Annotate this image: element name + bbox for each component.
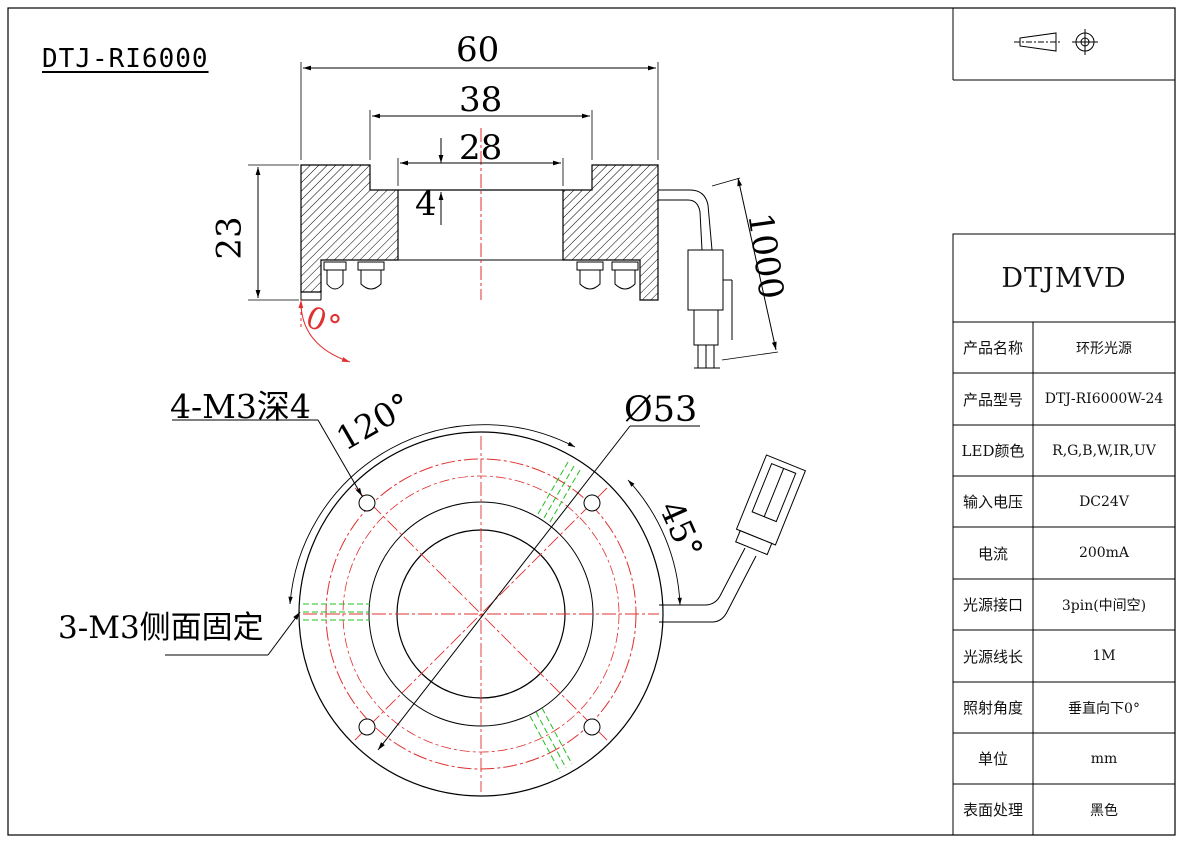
note-4-m3: 4-M3深4 xyxy=(170,387,311,426)
dim-38: 38 xyxy=(459,80,503,120)
spec-label: 输入电压 xyxy=(962,493,1023,511)
spec-value: 垂直向下0° xyxy=(1068,700,1140,717)
spec-label: 光源接口 xyxy=(962,596,1023,614)
spec-value: DTJ-RI6000W-24 xyxy=(1044,391,1164,407)
side-view xyxy=(248,62,779,369)
spec-label: 表面处理 xyxy=(962,801,1023,819)
brand-title: DTJMVD xyxy=(1001,262,1127,294)
spec-value: R,G,B,W,IR,UV xyxy=(1052,442,1156,459)
spec-value: mm xyxy=(1090,750,1118,767)
spec-value: 黑色 xyxy=(1090,802,1118,819)
dim-diameter-53: Ø53 xyxy=(624,390,698,430)
spec-value: DC24V xyxy=(1079,493,1129,510)
spec-label: 产品型号 xyxy=(962,390,1023,409)
dim-60: 60 xyxy=(456,30,500,70)
spec-value: 3pin(中间空) xyxy=(1061,597,1147,614)
spec-label: 照射角度 xyxy=(962,699,1023,717)
note-3-m3: 3-M3侧面固定 xyxy=(58,610,264,646)
model-title: DTJ-RI6000 xyxy=(42,44,209,74)
spec-label: 单位 xyxy=(977,750,1008,768)
top-view xyxy=(165,419,807,797)
dim-23: 23 xyxy=(209,216,250,260)
spec-label: 光源线长 xyxy=(962,647,1023,666)
spec-value: 200mA xyxy=(1078,545,1130,561)
title-block xyxy=(952,8,1176,836)
spec-label: 电流 xyxy=(977,544,1008,563)
dim-4: 4 xyxy=(415,184,437,224)
spec-label: 产品名称 xyxy=(962,339,1023,357)
spec-value: 1M xyxy=(1092,648,1116,664)
spec-value: 环形光源 xyxy=(1076,340,1132,357)
dim-28: 28 xyxy=(459,128,503,168)
spec-label: LED颜色 xyxy=(961,442,1025,460)
projection-symbol-icon xyxy=(1014,29,1098,55)
